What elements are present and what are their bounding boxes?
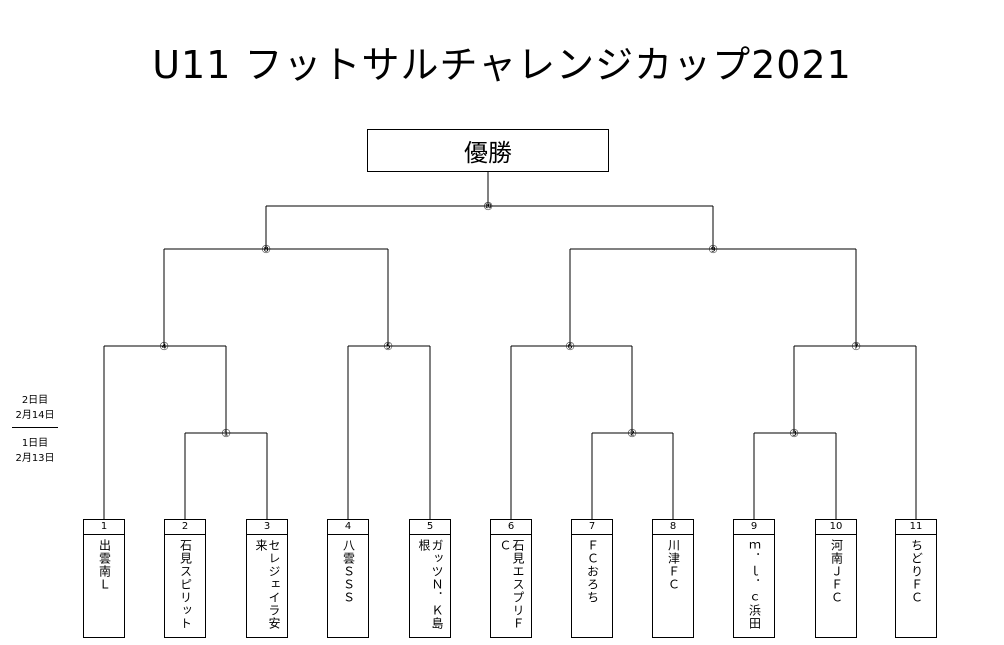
day2-info: 2日目 2月14日 [6, 393, 64, 423]
team-name: 河南ＪＦＣ [829, 539, 844, 604]
team-slot-3: 3 セレジェイラ安来 [246, 519, 288, 638]
match-5-marker: ⑤ [383, 340, 393, 353]
team-number: 7 [572, 520, 612, 535]
match-6-marker: ⑥ [565, 340, 575, 353]
team-name: ＦＣおろち [585, 539, 600, 604]
match-4-marker: ④ [159, 340, 169, 353]
day-divider [12, 427, 58, 428]
match-2-marker: ② [627, 427, 637, 440]
team-number: 2 [165, 520, 205, 535]
match-7-marker: ⑦ [851, 340, 861, 353]
team-slot-8: 8 川津ＦＣ [652, 519, 694, 638]
team-slot-7: 7 ＦＣおろち [571, 519, 613, 638]
team-number: 3 [247, 520, 287, 535]
team-number: 9 [734, 520, 774, 535]
team-name: ガッツＮ．Ｋ島根 [417, 539, 444, 630]
team-name: 石見エスプリＦＣ [498, 539, 525, 630]
team-name: 八雲ＳＳＳ [341, 539, 356, 604]
team-slot-5: 5 ガッツＮ．Ｋ島根 [409, 519, 451, 638]
team-name: 出雲南Ｌ [97, 539, 112, 591]
day1-date: 2月13日 [15, 453, 55, 464]
team-number: 6 [491, 520, 531, 535]
team-name: 川津ＦＣ [666, 539, 681, 591]
winner-box: 優勝 [367, 129, 609, 172]
team-name: 石見スピリット [178, 539, 193, 630]
match-3-marker: ③ [789, 427, 799, 440]
page-title: U11 フットサルチャレンジカップ2021 [152, 43, 852, 87]
team-name: セレジェイラ安来 [254, 539, 281, 630]
day1-label: 1日目 [21, 438, 49, 449]
winner-label: 優勝 [464, 139, 512, 167]
team-name: ｍ．ｌ．ｃ浜田 [747, 539, 762, 630]
team-number: 11 [896, 520, 936, 535]
team-slot-2: 2 石見スピリット [164, 519, 206, 638]
team-number: 4 [328, 520, 368, 535]
match-9-marker: ⑨ [708, 243, 718, 256]
team-number: 10 [816, 520, 856, 535]
team-number: 8 [653, 520, 693, 535]
day2-label: 2日目 [21, 395, 49, 406]
team-slot-1: 1 出雲南Ｌ [83, 519, 125, 638]
team-slot-4: 4 八雲ＳＳＳ [327, 519, 369, 638]
day2-date: 2月14日 [15, 410, 55, 421]
match-1-marker: ① [221, 427, 231, 440]
team-number: 5 [410, 520, 450, 535]
team-name: ちどりＦＣ [909, 539, 924, 604]
team-number: 1 [84, 520, 124, 535]
team-slot-10: 10 河南ＪＦＣ [815, 519, 857, 638]
match-8-marker: ⑧ [261, 243, 271, 256]
match-10-marker: ⑩ [483, 200, 493, 213]
team-slot-11: 11 ちどりＦＣ [895, 519, 937, 638]
team-slot-9: 9 ｍ．ｌ．ｃ浜田 [733, 519, 775, 638]
team-slot-6: 6 石見エスプリＦＣ [490, 519, 532, 638]
day1-info: 1日目 2月13日 [6, 436, 64, 466]
